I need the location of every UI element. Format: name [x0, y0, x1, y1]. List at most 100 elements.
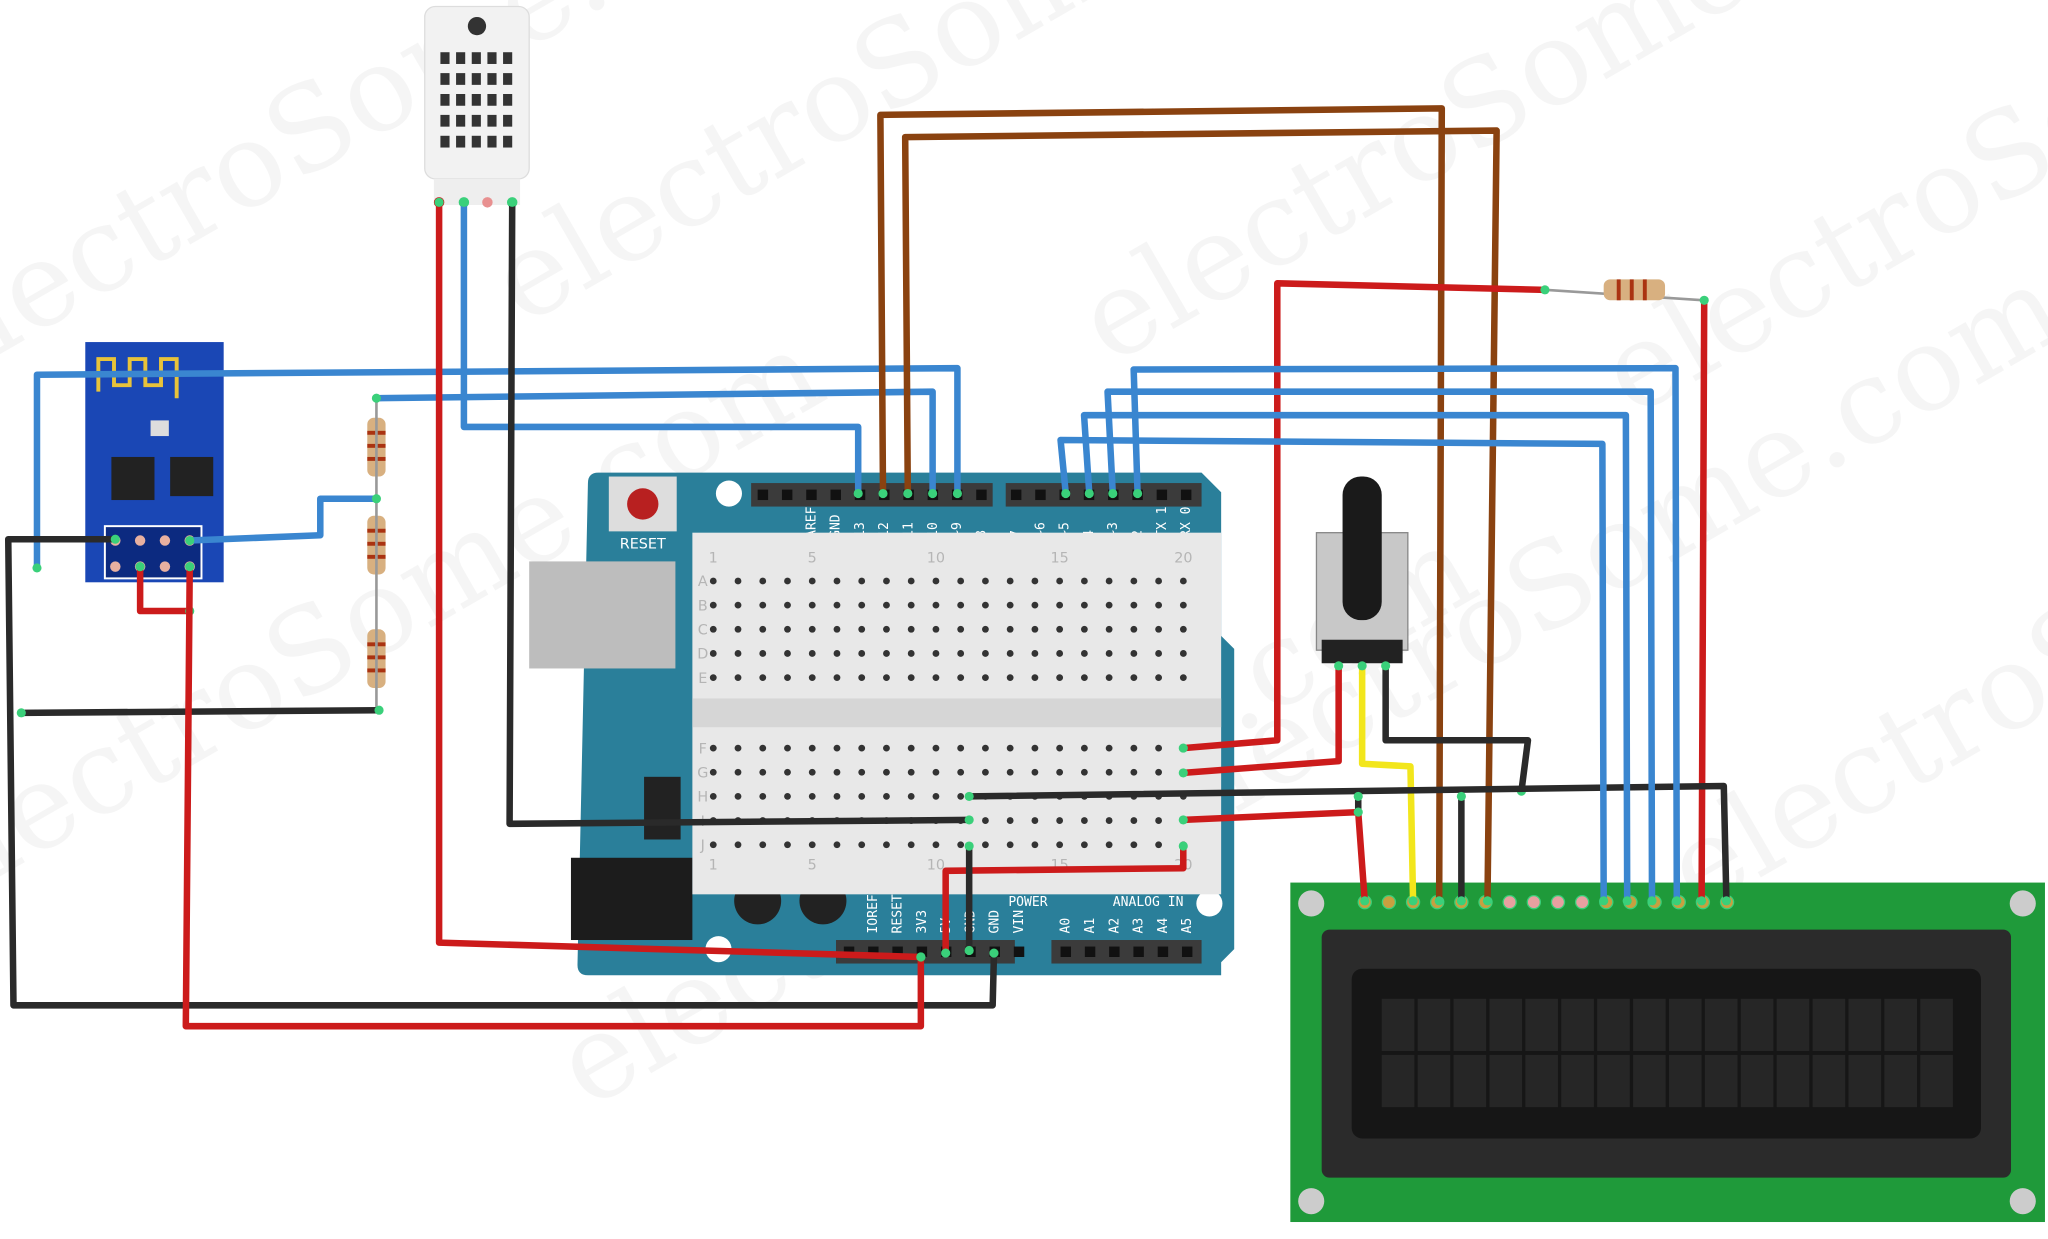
wire-esp-to-d9[interactable] — [33, 364, 961, 572]
wire-5v-to-pot[interactable] — [1180, 662, 1342, 777]
wire-endpoint[interactable] — [32, 563, 42, 573]
wire-endpoint[interactable] — [1381, 661, 1391, 671]
wire-d4-to-lcd-d5[interactable] — [1080, 411, 1631, 905]
wire-5v-rail[interactable] — [942, 842, 1187, 957]
wire-pot-gnd[interactable] — [1382, 662, 1532, 795]
wire-endpoint[interactable] — [1178, 815, 1188, 825]
wire-endpoint[interactable] — [16, 708, 26, 718]
wire-d3-to-lcd-d6[interactable] — [1104, 388, 1656, 905]
wire-endpoint[interactable] — [928, 488, 938, 499]
wire-d2-to-lcd-d7[interactable] — [1130, 364, 1681, 905]
wire-endpoint[interactable] — [1408, 896, 1418, 906]
wire-endpoint[interactable] — [1084, 488, 1094, 499]
wire-endpoint[interactable] — [1061, 488, 1071, 499]
breadboard-hole — [833, 650, 841, 657]
wire-endpoint[interactable] — [1434, 896, 1444, 906]
wire-dht-vcc[interactable] — [435, 199, 925, 961]
wire-endpoint[interactable] — [185, 562, 195, 572]
lcd-char-cell — [1381, 998, 1415, 1051]
digital-header-pin — [1010, 489, 1022, 501]
wire-endpoint[interactable] — [1360, 896, 1370, 906]
wire-endpoint[interactable] — [853, 488, 863, 499]
wire-endpoint[interactable] — [110, 534, 120, 544]
wire-endpoint[interactable] — [185, 535, 195, 546]
wire-endpoint[interactable] — [964, 841, 974, 851]
wire-endpoint[interactable] — [1599, 896, 1609, 906]
wire-endpoint[interactable] — [964, 945, 974, 956]
wire-esp-3v3[interactable] — [182, 563, 925, 1030]
wire-endpoint[interactable] — [916, 952, 926, 962]
wire-esp-gnd[interactable] — [4, 535, 998, 1009]
wire-5v-to-backlight-resistor[interactable] — [1180, 280, 1549, 752]
wire-d12-to-lcd-rs[interactable] — [877, 105, 1446, 905]
wire-d5-to-lcd-d4[interactable] — [1057, 436, 1607, 905]
wire-endpoint[interactable] — [1334, 661, 1344, 671]
breadboard-hole — [759, 577, 767, 585]
wire-endpoint[interactable] — [434, 197, 444, 207]
wire-endpoint[interactable] — [1456, 896, 1466, 906]
wire-endpoint[interactable] — [1353, 791, 1363, 801]
wire-endpoint[interactable] — [1178, 841, 1188, 851]
wire-endpoint[interactable] — [952, 488, 962, 499]
analog-header-label: A5 — [1180, 918, 1195, 934]
wire-resistor-to-lcd-a[interactable] — [1698, 297, 1708, 905]
wire-endpoint[interactable] — [1178, 768, 1188, 778]
breadboard-hole — [1080, 601, 1088, 609]
wire-endpoint[interactable] — [1622, 896, 1632, 906]
wire-endpoint[interactable] — [1456, 791, 1466, 801]
wire-endpoint[interactable] — [903, 488, 913, 499]
breadboard-hole — [1080, 650, 1088, 657]
wire-endpoint[interactable] — [1108, 488, 1118, 499]
wire-endpoint[interactable] — [135, 562, 145, 572]
wire-endpoint[interactable] — [1540, 285, 1550, 295]
wire-endpoint[interactable] — [1721, 896, 1731, 906]
wire-divider-to-d10[interactable] — [373, 388, 936, 497]
wire-gnd-to-lcd-k[interactable] — [965, 782, 1730, 905]
wire-endpoint[interactable] — [1672, 896, 1682, 906]
breadboard-hole — [907, 841, 915, 849]
lcd-char-cell — [1633, 1054, 1666, 1108]
wire-pot-to-lcd-v0[interactable] — [1358, 662, 1417, 905]
breadboard-hole — [883, 601, 890, 609]
lcd-pin — [1574, 894, 1590, 910]
wire-endpoint[interactable] — [1482, 896, 1493, 906]
wire-endpoint[interactable] — [941, 948, 951, 958]
wire-endpoint[interactable] — [1699, 295, 1709, 305]
wire-esp-to-divider[interactable] — [186, 495, 380, 544]
breadboard-hole — [784, 744, 791, 752]
wire-endpoint[interactable] — [1697, 896, 1707, 906]
wire-dht-data-to-d13[interactable] — [460, 199, 862, 497]
power-header-label: GND — [988, 910, 1003, 934]
wire-endpoint[interactable] — [989, 948, 999, 958]
breadboard-hole — [982, 577, 989, 585]
breadboard-hole — [858, 674, 866, 681]
wire-endpoint[interactable] — [507, 197, 517, 207]
wire-endpoint[interactable] — [1133, 488, 1143, 499]
wire-endpoint[interactable] — [459, 197, 469, 207]
wire-endpoint[interactable] — [1178, 743, 1188, 753]
lcd-16x2 — [1290, 882, 2045, 1223]
digital-header-pin — [781, 489, 793, 501]
wire-endpoint[interactable] — [1357, 661, 1367, 671]
wire-d11-to-lcd-e[interactable] — [901, 127, 1500, 905]
reset-button[interactable] — [608, 476, 677, 532]
breadboard-hole — [833, 841, 841, 849]
wire-endpoint[interactable] — [964, 815, 974, 825]
wire-endpoint[interactable] — [371, 393, 381, 403]
wire-dht-gnd[interactable] — [506, 199, 973, 828]
power-header-pin — [916, 946, 928, 957]
wire-endpoint[interactable] — [1353, 807, 1363, 817]
wire-divider-gnd[interactable] — [18, 706, 383, 717]
wire-endpoint[interactable] — [878, 488, 888, 499]
potentiometer[interactable] — [1315, 476, 1409, 664]
wire-esp-ch-pd[interactable] — [136, 563, 193, 615]
wire-endpoint[interactable] — [1647, 896, 1657, 906]
breadboard-hole — [1155, 674, 1163, 681]
wire-endpoint[interactable] — [964, 791, 974, 801]
lcd-char-cell — [1848, 1054, 1882, 1108]
lcd-char-cell — [1453, 1054, 1487, 1108]
wire-endpoint[interactable] — [371, 494, 381, 504]
wire-endpoint[interactable] — [374, 705, 384, 715]
